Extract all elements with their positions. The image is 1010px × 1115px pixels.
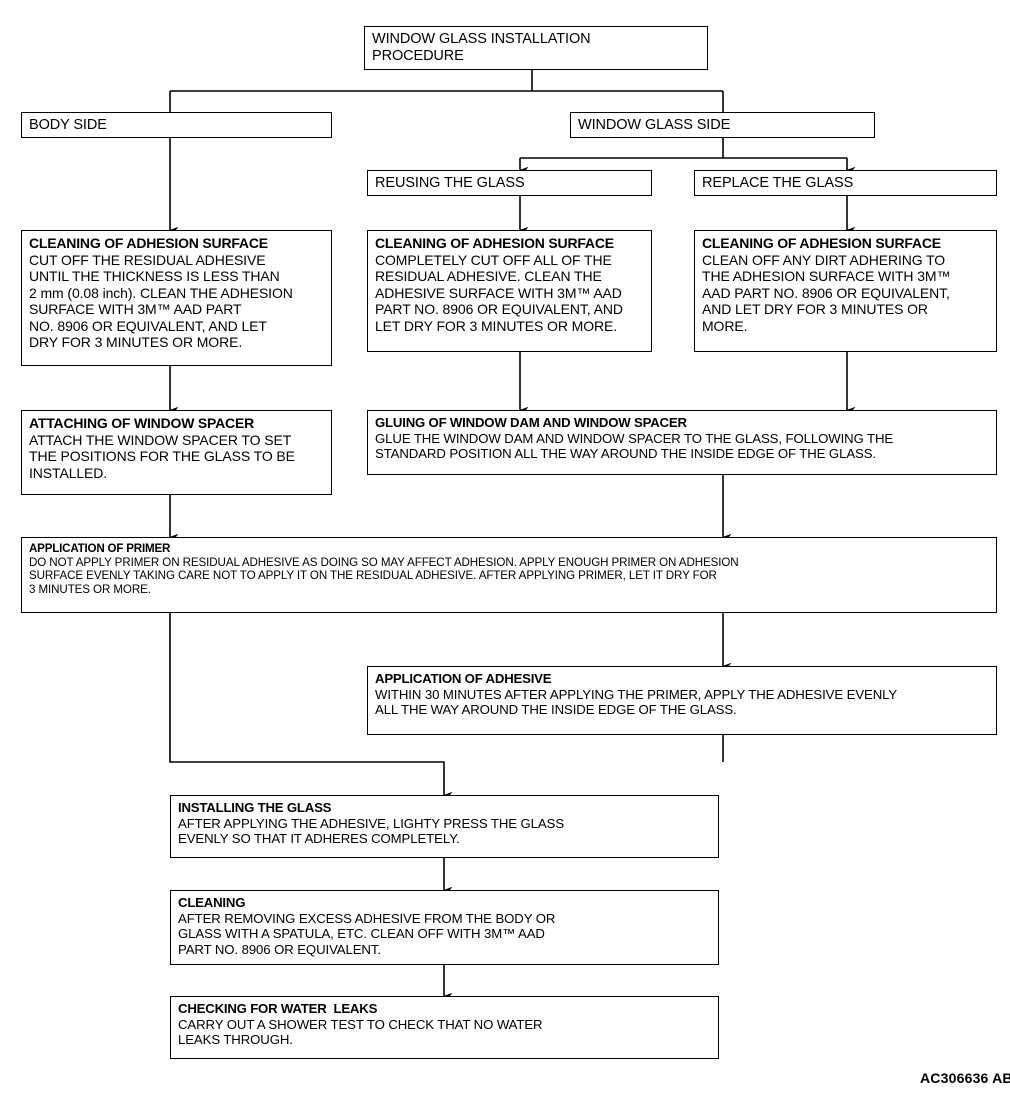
node-attaching-of-window-spacer[interactable]: ATTACHING OF WINDOW SPACER ATTACH THE WI… (21, 410, 332, 495)
node-body-side-title: BODY SIDE (29, 117, 107, 133)
node-checking-leaks-title: CHECKING FOR WATER LEAKS (178, 1001, 378, 1016)
node-application-primer-title: APPLICATION OF PRIMER (29, 542, 171, 555)
node-body-side[interactable]: BODY SIDE (21, 112, 332, 138)
node-cleaning-of-adhesion-surface-replace[interactable]: CLEANING OF ADHESION SURFACE CLEAN OFF A… (694, 230, 997, 352)
node-gluing-dam-title: GLUING OF WINDOW DAM AND WINDOW SPACER (375, 415, 687, 430)
node-application-adhesive-title: APPLICATION OF ADHESIVE (375, 671, 552, 686)
reference-code: AC306636 AB (920, 1070, 1010, 1086)
node-cleaning-reuse-title: CLEANING OF ADHESION SURFACE (375, 235, 614, 251)
node-attaching-spacer-text: ATTACH THE WINDOW SPACER TO SET THE POSI… (29, 431, 295, 481)
node-application-of-primer[interactable]: APPLICATION OF PRIMER DO NOT APPLY PRIME… (21, 537, 997, 613)
node-gluing-of-window-dam-and-window-spacer[interactable]: GLUING OF WINDOW DAM AND WINDOW SPACER G… (367, 410, 997, 475)
node-replace-the-glass[interactable]: REPLACE THE GLASS (694, 170, 997, 196)
node-gluing-dam-text: GLUE THE WINDOW DAM AND WINDOW SPACER TO… (375, 430, 894, 462)
node-cleaning-body-text: CUT OFF THE RESIDUAL ADHESIVE UNTIL THE … (29, 251, 293, 351)
node-application-primer-text: DO NOT APPLY PRIMER ON RESIDUAL ADHESIVE… (29, 555, 739, 597)
node-installing-glass-text: AFTER APPLYING THE ADHESIVE, LIGHTY PRES… (178, 815, 565, 847)
node-window-glass-side-title: WINDOW GLASS SIDE (578, 117, 731, 133)
node-root-title: WINDOW GLASS INSTALLATION PROCEDURE (372, 31, 591, 65)
node-cleaning-reuse-text: COMPLETELY CUT OFF ALL OF THE RESIDUAL A… (375, 251, 623, 334)
node-cleaning-of-adhesion-surface-reuse[interactable]: CLEANING OF ADHESION SURFACE COMPLETELY … (367, 230, 652, 352)
node-window-glass-side[interactable]: WINDOW GLASS SIDE (570, 112, 875, 138)
node-replace-the-glass-title: REPLACE THE GLASS (702, 175, 854, 191)
node-cleaning-replace-title: CLEANING OF ADHESION SURFACE (702, 235, 941, 251)
node-cleaning-final-title: CLEANING (178, 895, 246, 910)
node-cleaning[interactable]: CLEANING AFTER REMOVING EXCESS ADHESIVE … (170, 890, 719, 965)
node-application-adhesive-text: WITHIN 30 MINUTES AFTER APPLYING THE PRI… (375, 686, 898, 718)
node-attaching-spacer-title: ATTACHING OF WINDOW SPACER (29, 415, 255, 431)
node-root[interactable]: WINDOW GLASS INSTALLATION PROCEDURE (364, 26, 708, 70)
node-cleaning-replace-text: CLEAN OFF ANY DIRT ADHERING TO THE ADHES… (702, 251, 951, 334)
node-installing-the-glass[interactable]: INSTALLING THE GLASS AFTER APPLYING THE … (170, 795, 719, 858)
node-cleaning-of-adhesion-surface-body[interactable]: CLEANING OF ADHESION SURFACE CUT OFF THE… (21, 230, 332, 366)
node-reusing-the-glass[interactable]: REUSING THE GLASS (367, 170, 652, 196)
node-installing-glass-title: INSTALLING THE GLASS (178, 800, 332, 815)
node-cleaning-body-title: CLEANING OF ADHESION SURFACE (29, 235, 268, 251)
node-checking-leaks-text: CARRY OUT A SHOWER TEST TO CHECK THAT NO… (178, 1016, 543, 1048)
node-reusing-the-glass-title: REUSING THE GLASS (375, 175, 525, 191)
node-checking-for-water-leaks[interactable]: CHECKING FOR WATER LEAKS CARRY OUT A SHO… (170, 996, 719, 1059)
node-application-of-adhesive[interactable]: APPLICATION OF ADHESIVE WITHIN 30 MINUTE… (367, 666, 997, 735)
node-cleaning-final-text: AFTER REMOVING EXCESS ADHESIVE FROM THE … (178, 910, 556, 957)
